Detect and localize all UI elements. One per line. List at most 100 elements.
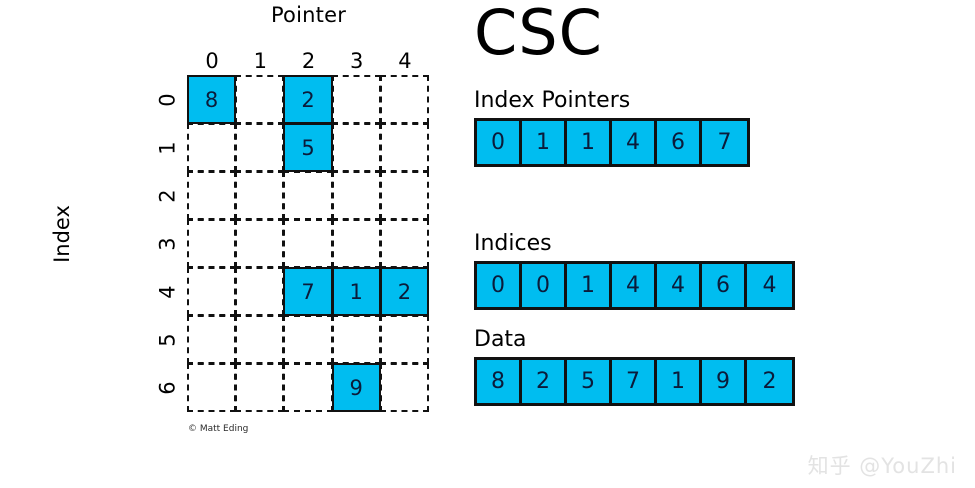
array-cell: 0 xyxy=(477,121,522,164)
array-cell: 6 xyxy=(702,264,747,307)
matrix-cell-filled: 2 xyxy=(379,267,430,316)
column-header-row: 0 1 2 3 4 xyxy=(188,47,429,75)
matrix-row xyxy=(187,171,430,220)
matrix-cell-empty xyxy=(379,315,430,364)
column-label-2: 2 xyxy=(301,49,316,73)
matrix-cell-empty xyxy=(187,315,237,364)
array-cell: 4 xyxy=(612,264,657,307)
array-cell: 4 xyxy=(612,121,657,164)
matrix-cell-filled: 5 xyxy=(283,123,333,172)
matrix-cell-empty xyxy=(379,219,430,268)
matrix-cell-empty xyxy=(331,171,381,220)
matrix-cell-empty xyxy=(283,219,333,268)
page-title: CSC xyxy=(474,0,603,69)
row-label-3-text: 3 xyxy=(156,237,180,251)
row-label-0: 0 xyxy=(152,76,184,124)
matrix-row: 5 xyxy=(187,123,430,172)
array-cell: 1 xyxy=(567,264,612,307)
column-label-3: 3 xyxy=(350,49,364,73)
matrix-row: 7 1 2 xyxy=(187,267,430,316)
matrix-cell-empty xyxy=(235,123,285,172)
row-label-0-text: 0 xyxy=(156,93,180,107)
row-label-3: 3 xyxy=(152,220,184,268)
array-cell: 8 xyxy=(477,360,522,403)
matrix-cell-empty xyxy=(187,363,237,412)
array-cell: 9 xyxy=(702,360,747,403)
matrix-cell-value: 7 xyxy=(301,279,315,304)
matrix-cell-empty xyxy=(235,363,285,412)
array-cell: 4 xyxy=(747,264,792,307)
matrix-cell-filled: 7 xyxy=(283,267,333,316)
matrix-cell-value: 2 xyxy=(397,279,412,304)
matrix-cell-empty xyxy=(283,363,333,412)
row-label-6-text: 6 xyxy=(156,381,180,395)
array-cell: 7 xyxy=(612,360,657,403)
row-label-1: 1 xyxy=(152,124,184,172)
matrix-cell-empty xyxy=(283,315,333,364)
row-label-5: 5 xyxy=(152,316,184,364)
row-label-4-text: 4 xyxy=(156,285,180,299)
array-cell: 1 xyxy=(522,121,567,164)
matrix-cell-empty xyxy=(283,171,333,220)
matrix-cell-empty xyxy=(379,75,430,124)
index-axis-title: Index xyxy=(50,205,74,263)
matrix-cell-empty xyxy=(331,123,381,172)
matrix-row xyxy=(187,219,430,268)
matrix-cell-empty xyxy=(187,171,237,220)
row-label-6: 6 xyxy=(152,364,184,412)
matrix-cell-empty xyxy=(235,75,285,124)
array-cell: 5 xyxy=(567,360,612,403)
matrix-cell-empty xyxy=(187,267,237,316)
matrix-cell-empty xyxy=(379,363,430,412)
array-cell: 1 xyxy=(567,121,612,164)
matrix-cell-value: 8 xyxy=(204,87,219,112)
array-cell: 0 xyxy=(477,264,522,307)
matrix-cell-empty xyxy=(331,315,381,364)
matrix-cell-filled: 8 xyxy=(187,75,237,124)
matrix-cell-value: 1 xyxy=(349,279,363,304)
row-label-1-text: 1 xyxy=(156,141,180,155)
row-label-5-text: 5 xyxy=(156,333,180,347)
credit-text: © Matt Eding xyxy=(188,424,249,434)
column-label-0: 0 xyxy=(205,49,219,73)
matrix-cell-value: 2 xyxy=(301,87,315,112)
array-cell: 0 xyxy=(522,264,567,307)
matrix-cell-empty xyxy=(187,123,237,172)
matrix-cell-value: 5 xyxy=(301,135,315,160)
matrix-cell-filled: 9 xyxy=(331,363,381,412)
matrix-cell-empty xyxy=(331,219,381,268)
matrix-row xyxy=(187,315,430,364)
watermark: 知乎 @YouZhi xyxy=(807,454,957,478)
matrix-row: 9 xyxy=(187,363,430,412)
row-label-2-text: 2 xyxy=(156,189,180,203)
column-label-4: 4 xyxy=(398,49,412,73)
row-label-4: 4 xyxy=(152,268,184,316)
matrix-cell-empty xyxy=(235,171,285,220)
array-label-data: Data xyxy=(474,327,527,352)
array-cell: 4 xyxy=(657,264,702,307)
matrix-cell-filled: 2 xyxy=(283,75,333,124)
matrix-cell-filled: 1 xyxy=(331,267,381,316)
row-label-2: 2 xyxy=(152,172,184,220)
matrix-cell-empty xyxy=(379,171,430,220)
matrix-cell-empty xyxy=(235,315,285,364)
array-label-indices: Indices xyxy=(474,231,552,256)
matrix-cell-empty xyxy=(187,219,237,268)
array-cell: 2 xyxy=(522,360,567,403)
matrix-cell-empty xyxy=(235,219,285,268)
array-cell: 6 xyxy=(657,121,702,164)
array-cell: 1 xyxy=(657,360,702,403)
row-header-column: 0 1 2 3 4 5 6 xyxy=(152,76,184,412)
array-cell: 7 xyxy=(702,121,747,164)
matrix-cell-value: 9 xyxy=(349,375,363,400)
array-cell: 2 xyxy=(747,360,792,403)
